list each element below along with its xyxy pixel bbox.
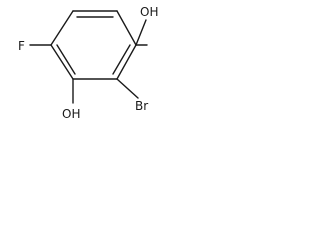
bond-to-oh-top-up (135, 19, 147, 46)
double-bond-right (112, 44, 131, 75)
atom-label-f: F (18, 39, 25, 53)
ring-bond-c6-c1 (50, 10, 74, 46)
benzene-ring (50, 10, 137, 80)
double-bond-left (56, 44, 76, 75)
bond-to-br (116, 78, 139, 99)
ring-bond-c2-c3 (116, 10, 137, 46)
atom-label-oh-bottom: OH (62, 107, 80, 121)
ring-bond-c5-c6 (50, 44, 74, 80)
atom-label-oh-top: OH (140, 5, 158, 19)
atom-label-br: Br (135, 99, 148, 113)
structure-diagram: OH Br OH F (18, 5, 158, 121)
ring-bond-c3-c4 (116, 44, 137, 80)
molecule-canvas: OH Br OH F (0, 0, 164, 138)
